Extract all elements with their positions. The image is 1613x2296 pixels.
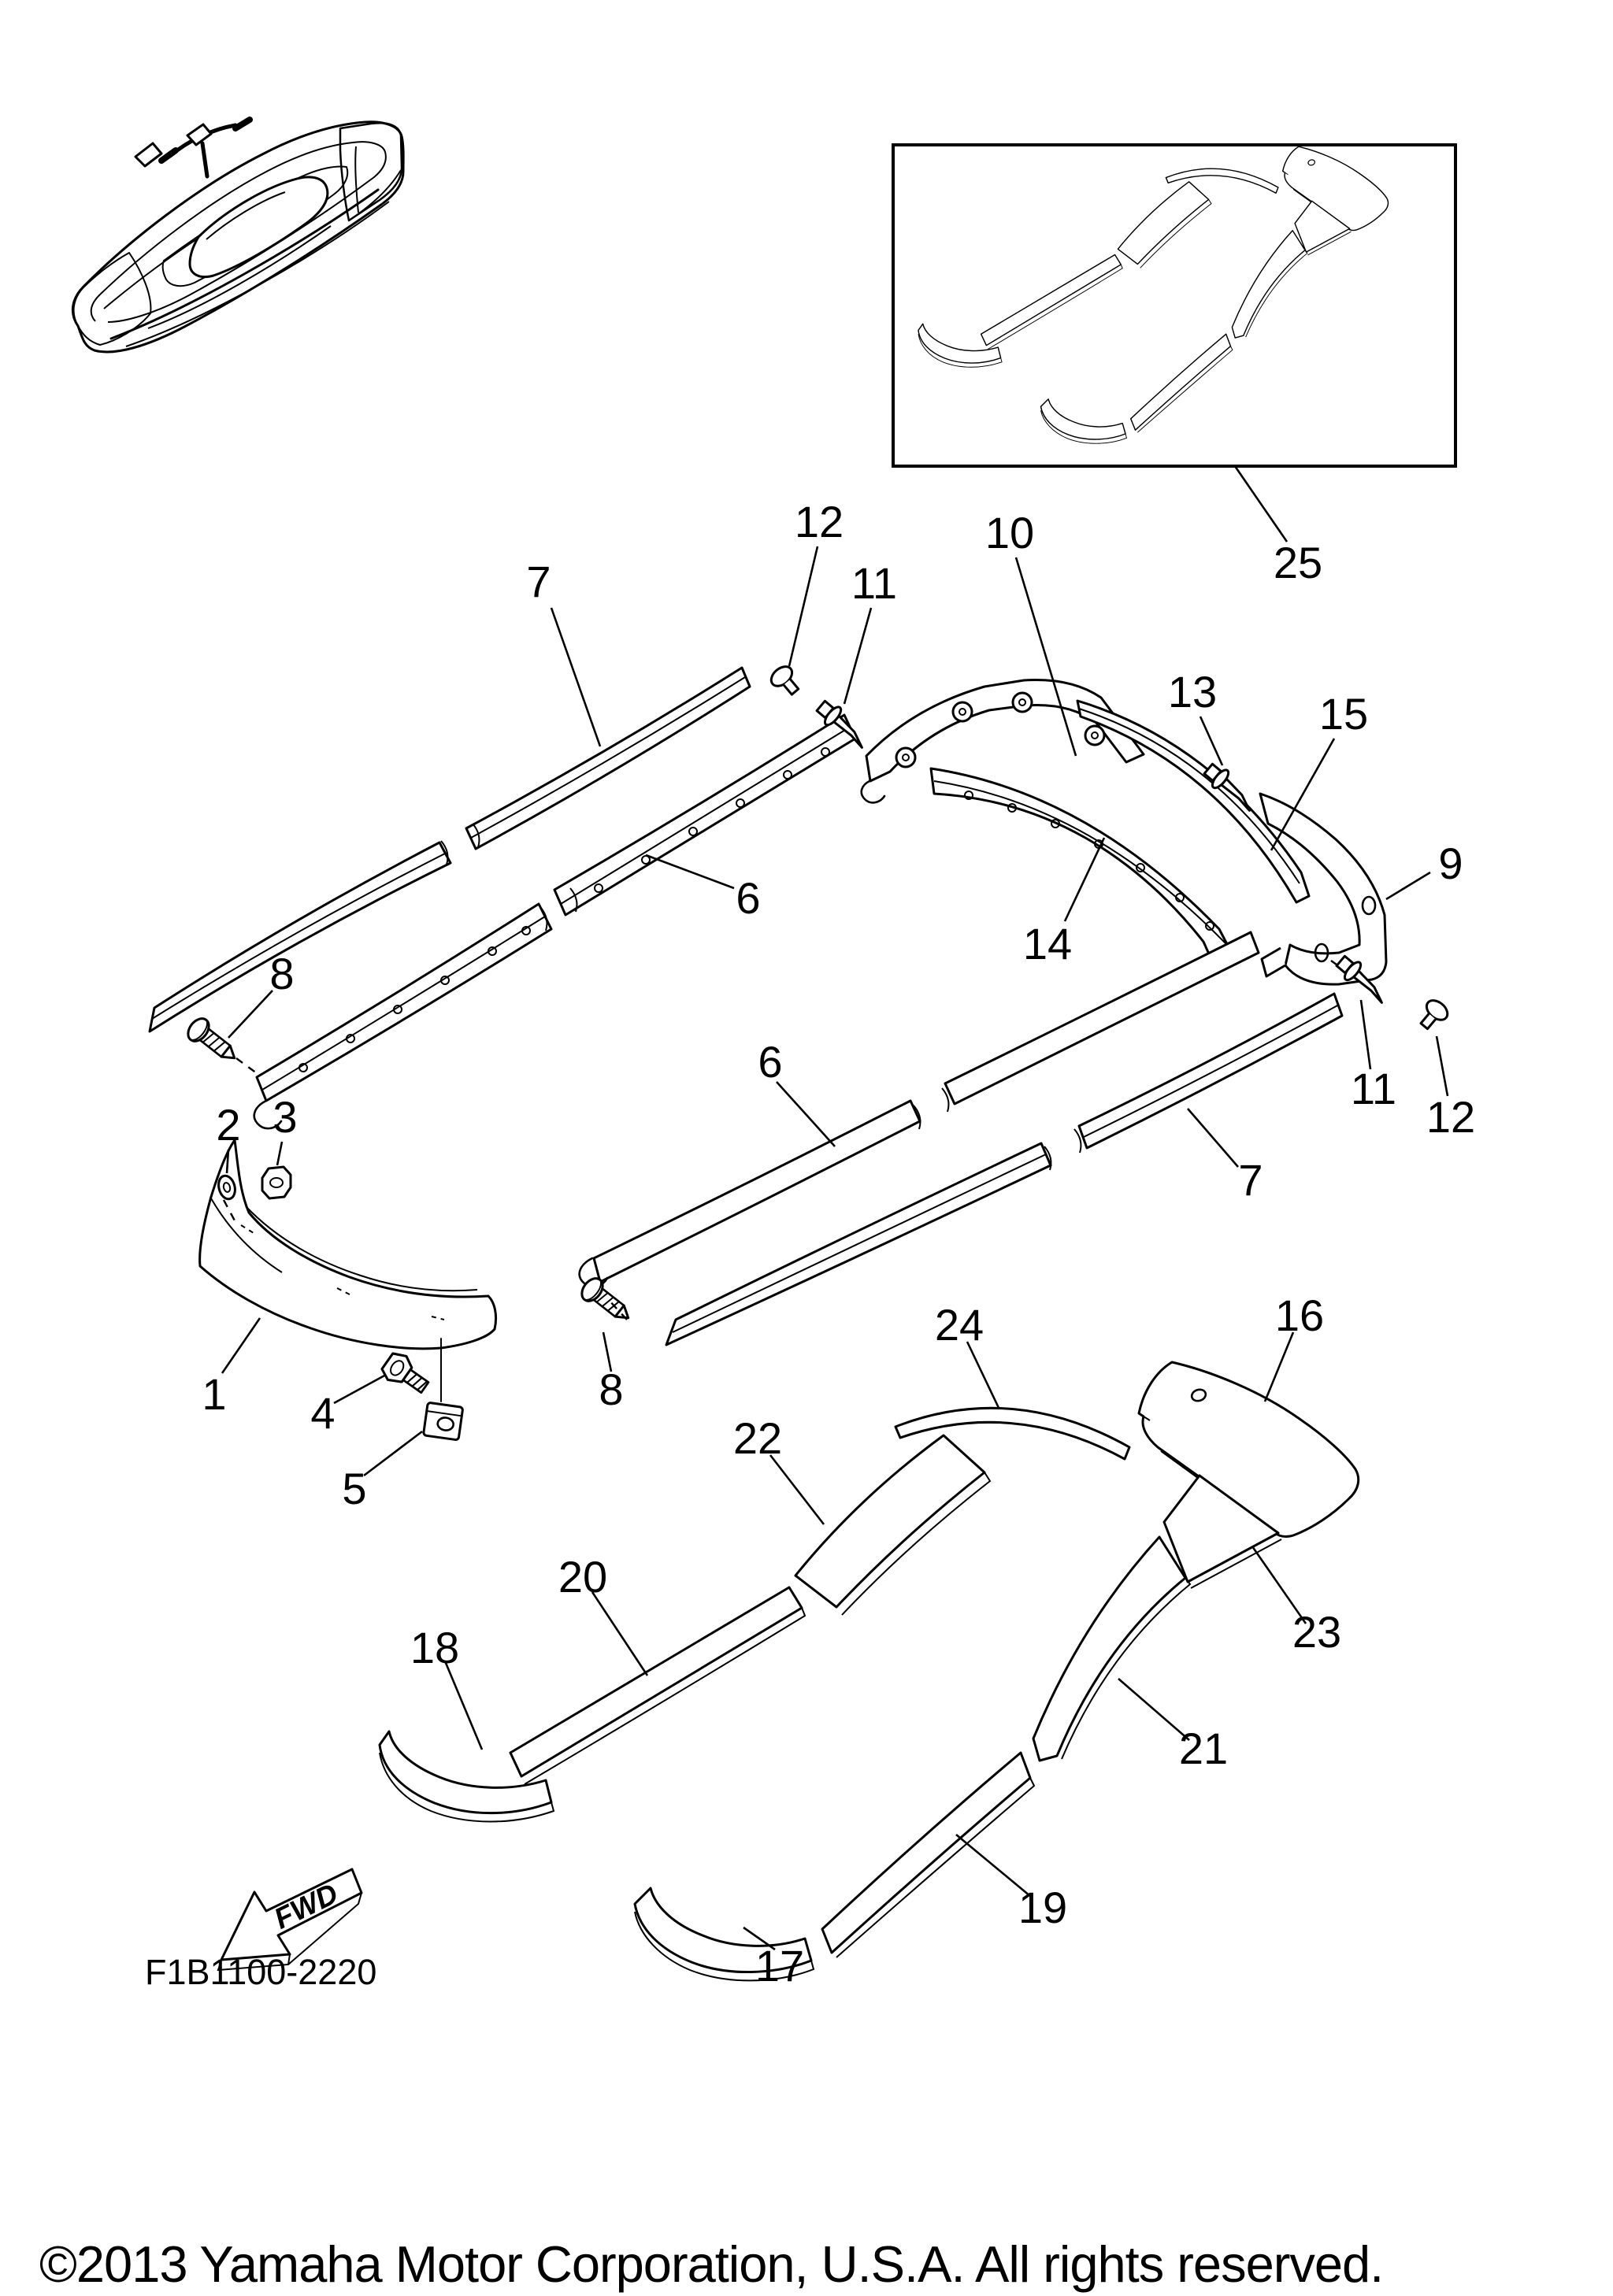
- callout-19: 19: [1018, 1883, 1067, 1932]
- callout-12a: 12: [795, 497, 844, 546]
- callout-6b: 6: [758, 1037, 782, 1087]
- corner-cap-9: [1259, 792, 1388, 986]
- screw-8a: [182, 1013, 244, 1069]
- callout-3: 3: [273, 1092, 297, 1142]
- plate-code: F1B1100-2220: [145, 1952, 376, 1992]
- callout-6a: 6: [736, 873, 760, 923]
- screw-8b-guide: [607, 1298, 628, 1320]
- callout-20: 20: [558, 1552, 607, 1602]
- callout-8b: 8: [599, 1365, 623, 1414]
- callout-5: 5: [342, 1464, 366, 1513]
- gunwale-arc-14: [929, 767, 1238, 975]
- callout-7b: 7: [1238, 1155, 1263, 1205]
- callout-16: 16: [1275, 1291, 1324, 1340]
- leader-line-25: [1233, 465, 1289, 543]
- jetski-illustration: [71, 117, 405, 354]
- gunwale-moulding-7-port: [148, 666, 751, 1033]
- callout-7a: 7: [526, 557, 551, 606]
- callout-23: 23: [1292, 1607, 1341, 1657]
- washer-2: [217, 1174, 236, 1201]
- callout-4: 4: [310, 1388, 335, 1438]
- callout-12b: 12: [1426, 1092, 1475, 1142]
- callout-8a: 8: [269, 949, 294, 998]
- callout-2: 2: [216, 1100, 240, 1150]
- callout-labels: 7 12 11 10 13 15 9 14 6 6 7 11 12 8 2 3 …: [202, 497, 1475, 1990]
- callout-25: 25: [1274, 538, 1322, 587]
- bow-trim-10: [860, 679, 1145, 804]
- gunwale-moulding-6-port: [253, 713, 857, 1130]
- pin-12b: [1413, 995, 1452, 1035]
- screw-8b: [576, 1273, 638, 1329]
- flange-bolt-4: [380, 1352, 430, 1394]
- callout-11a: 11: [851, 558, 897, 608]
- callout-21: 21: [1179, 1724, 1228, 1773]
- callout-10: 10: [985, 508, 1034, 557]
- callout-9: 9: [1438, 839, 1463, 888]
- callout-13: 13: [1168, 667, 1217, 717]
- gunwale-moulding-7-starboard: [665, 992, 1344, 1346]
- screw-8a-guide: [235, 1057, 261, 1076]
- callout-1: 1: [202, 1369, 226, 1419]
- inset-box: 25: [892, 143, 1457, 587]
- clip-nut-5: [422, 1402, 464, 1441]
- callout-15: 15: [1319, 689, 1368, 739]
- callout-17: 17: [755, 1941, 804, 1990]
- deck-mat-set-main: [378, 1361, 1360, 1982]
- gunwale-arc-15: [1076, 699, 1311, 904]
- callout-18: 18: [410, 1623, 459, 1672]
- callout-14: 14: [1023, 919, 1072, 968]
- callout-11b: 11: [1351, 1064, 1396, 1113]
- pin-12a: [766, 661, 806, 701]
- copyright-text: ©2013 Yamaha Motor Corporation, U.S.A. A…: [39, 2235, 1384, 2293]
- callout-22: 22: [733, 1413, 782, 1463]
- bow-bumper-1: [198, 1139, 498, 1402]
- nut-3: [261, 1165, 292, 1200]
- leader-lines: [221, 546, 1449, 1951]
- callout-24: 24: [935, 1300, 984, 1350]
